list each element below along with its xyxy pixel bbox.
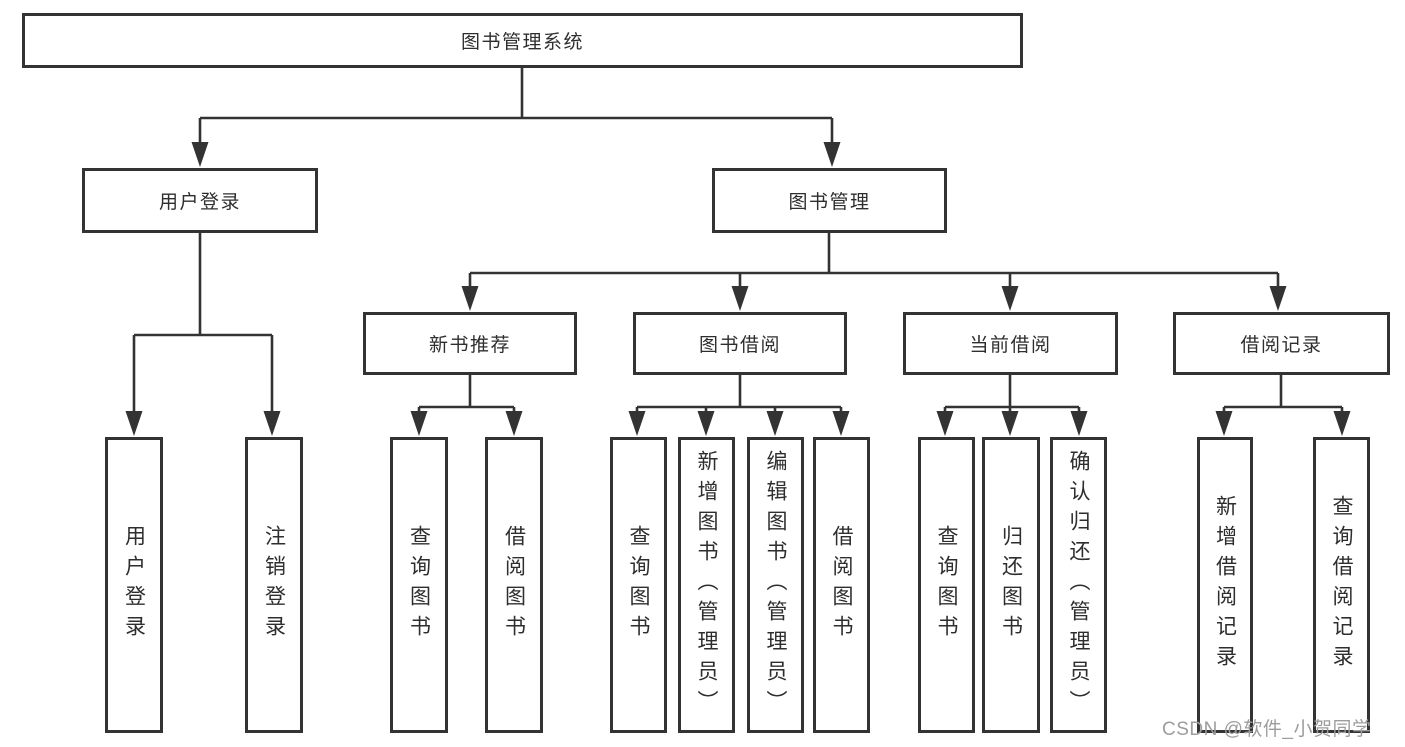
node-new-book-recommend: 新书推荐: [363, 312, 577, 375]
node-label: 用户登录: [158, 192, 241, 213]
node-label: 查询图书: [407, 525, 431, 645]
node-label: 当前借阅: [969, 335, 1052, 356]
node-label: 确认归还（管理员）: [1067, 450, 1090, 720]
leaf-nbr-borrow-books: 借阅图书: [485, 437, 543, 733]
node-label: 查询图书: [627, 525, 650, 645]
leaf-cb-confirm-return-admin: 确认归还（管理员）: [1050, 437, 1107, 733]
node-label: 借阅图书: [502, 525, 526, 645]
node-label: 编辑图书（管理员）: [764, 450, 787, 720]
node-label: 借阅图书: [830, 525, 853, 645]
node-label: 用户登录: [122, 525, 146, 645]
node-label: 新增图书（管理员）: [695, 450, 718, 720]
node-borrowing-records: 借阅记录: [1173, 312, 1390, 375]
node-library-management-system: 图书管理系统: [22, 13, 1023, 68]
node-label: 新书推荐: [428, 335, 511, 356]
leaf-user-login: 用户登录: [105, 437, 163, 733]
watermark: CSDN @软件_小贺同学: [1162, 719, 1372, 740]
leaf-cb-query-books: 查询图书: [918, 437, 975, 733]
node-user-login: 用户登录: [82, 168, 318, 233]
leaf-bb-edit-books-admin: 编辑图书（管理员）: [747, 437, 804, 733]
leaf-bb-borrow-books: 借阅图书: [813, 437, 870, 733]
node-label: 图书管理: [788, 192, 871, 213]
node-book-management: 图书管理: [712, 168, 947, 233]
leaf-bb-query-books: 查询图书: [610, 437, 667, 733]
node-label: 查询图书: [935, 525, 958, 645]
node-label: 查询借阅记录: [1330, 495, 1353, 675]
leaf-bb-add-books-admin: 新增图书（管理员）: [678, 437, 735, 733]
leaf-cb-return-books: 归还图书: [982, 437, 1040, 733]
node-current-borrowing: 当前借阅: [903, 312, 1118, 375]
node-label: 归还图书: [999, 525, 1023, 645]
leaf-logout: 注销登录: [245, 437, 303, 733]
leaf-nbr-query-books: 查询图书: [390, 437, 448, 733]
node-label: 新增借阅记录: [1213, 495, 1237, 675]
leaf-br-add-record: 新增借阅记录: [1197, 437, 1253, 733]
node-book-borrowing: 图书借阅: [633, 312, 847, 375]
leaf-br-query-record: 查询借阅记录: [1313, 437, 1370, 733]
node-label: 注销登录: [262, 525, 286, 645]
node-label: 借阅记录: [1240, 335, 1323, 356]
node-label: 图书管理系统: [460, 32, 584, 53]
node-label: 图书借阅: [698, 335, 781, 356]
